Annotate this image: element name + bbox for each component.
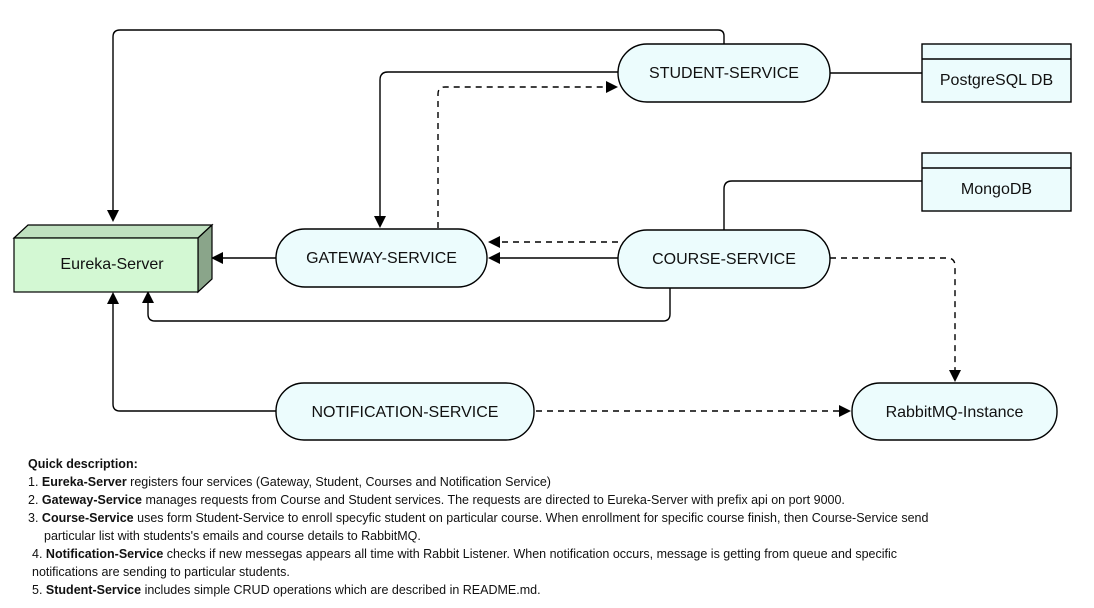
description-item-4-continued: notifications are sending to particular …: [32, 565, 290, 579]
eureka-label: Eureka-Server: [60, 256, 164, 273]
student-shape: [617, 43, 831, 103]
postgres-shape: [921, 43, 1072, 103]
notification-label: NOTIFICATION-SERVICE: [312, 404, 499, 421]
course-service-node[interactable]: COURSE-SERVICE: [617, 229, 831, 289]
architecture-diagram: Eureka-Server GATEWAY-SERVICE STUDENT-SE…: [12, 29, 1072, 441]
description-title: Quick description:: [28, 457, 138, 471]
course-label: COURSE-SERVICE: [652, 251, 796, 268]
student-label: STUDENT-SERVICE: [649, 65, 799, 82]
student-service-node[interactable]: STUDENT-SERVICE: [617, 43, 831, 103]
edge-notification-to-eureka: [107, 292, 276, 412]
gateway-service-node[interactable]: GATEWAY-SERVICE: [275, 228, 488, 288]
eureka-server-node[interactable]: Eureka-Server: [12, 223, 214, 294]
description-item-4: 4. Notification-Service checks if new me…: [32, 547, 898, 561]
notification-shape: [275, 382, 535, 441]
edge-student-to-gateway: [374, 71, 618, 228]
rabbitmq-node[interactable]: RabbitMQ-Instance: [851, 382, 1058, 441]
edge-course-mongo: [723, 180, 922, 230]
mongodb-shape: [921, 152, 1072, 212]
quick-description: Quick description: 1. Eureka-Server regi…: [28, 455, 1068, 599]
rabbitmq-shape: [851, 382, 1058, 441]
edge-course-to-rabbitmq-dashed: [830, 257, 961, 382]
mongodb-node[interactable]: MongoDB: [921, 152, 1072, 212]
mongodb-label: MongoDB: [961, 181, 1032, 198]
eureka-box-top: [12, 224, 214, 239]
gateway-shape: [275, 228, 488, 288]
notification-service-node[interactable]: NOTIFICATION-SERVICE: [275, 382, 535, 441]
gateway-label: GATEWAY-SERVICE: [306, 250, 457, 267]
eureka-box-front: [13, 237, 199, 293]
description-item-5: 5. Student-Service includes simple CRUD …: [32, 583, 541, 597]
description-item-3-continued: particular list with students's emails a…: [44, 529, 421, 543]
postgres-db-node[interactable]: PostgreSQL DB: [921, 43, 1072, 103]
description-item-3: 3. Course-Service uses form Student-Serv…: [28, 511, 929, 525]
edge-gateway-to-student-dashed: [437, 81, 618, 228]
rabbitmq-label: RabbitMQ-Instance: [886, 404, 1024, 421]
edge-course-to-eureka: [142, 288, 671, 322]
edge-student-to-eureka: [107, 29, 725, 222]
description-item-1: 1. Eureka-Server registers four services…: [28, 475, 551, 489]
course-shape: [617, 229, 831, 289]
description-item-2: 2. Gateway-Service manages requests from…: [28, 493, 845, 507]
postgres-label: PostgreSQL DB: [940, 72, 1053, 89]
